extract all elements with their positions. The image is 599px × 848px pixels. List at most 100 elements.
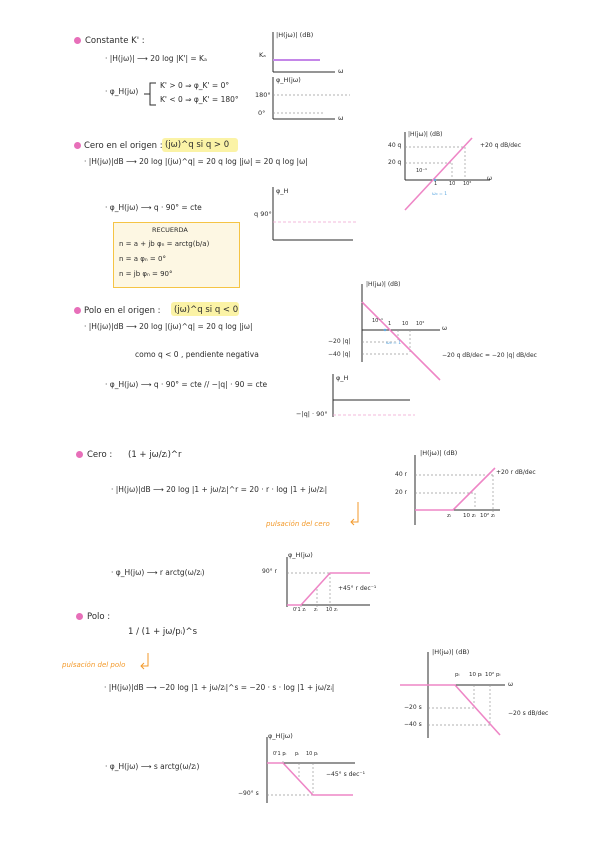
pole-mag-y1: −20 s: [404, 704, 422, 711]
pole-annotation-arrow: [140, 653, 149, 670]
zero-mag-y2: 20 r: [395, 489, 408, 496]
constant-phase-graph: [272, 77, 350, 120]
zero-mag-x3: 10² zᵢ: [480, 513, 495, 519]
zero-origin-phase-ylabel: φ_H: [276, 187, 289, 195]
constant-magnitude: · |H(jω)| ⟶ 20 log |K'| = Kₐ: [105, 54, 207, 63]
zero-origin-mag-y1: 40 q: [388, 142, 402, 149]
constant-phase-xlabel: ω: [338, 114, 344, 122]
zero-origin-phase-level: q 90°: [254, 210, 272, 218]
pole-phase: · φ_H(jω) ⟶ s arctg(ω/zᵢ): [105, 762, 200, 771]
bullet-dot: [76, 451, 83, 458]
zero-phase-x3: 10 zᵢ: [326, 607, 338, 613]
zero-origin-mag-xlabel: ω: [487, 175, 493, 182]
pole-annotation: pulsación del polo: [62, 661, 126, 669]
zero-mag-x2: 10 zᵢ: [463, 513, 476, 519]
pole-origin-expression: (jω)^q si q < 0: [174, 305, 239, 315]
constant-phase-case-negative: K' < 0 ⇒ φ_K' = 180°: [160, 95, 239, 104]
pole-origin-phase-ylabel: φ_H: [336, 374, 349, 382]
section-title-constant: Constante K' :: [85, 36, 145, 46]
zero-origin-magnitude-graph: [404, 132, 490, 211]
constant-mag-xlabel: ω: [338, 67, 344, 75]
pole-phase-x2: pᵢ: [295, 751, 300, 757]
pole-origin-phase-graph: [332, 374, 415, 417]
pole-mag-x1: pᵢ: [455, 672, 460, 678]
pole-origin-magnitude: · |H(jω)|dB ⟶ 20 log |(jω)^q| = 20 q log…: [84, 322, 253, 331]
zero-annotation: pulsación del cero: [266, 520, 330, 528]
pole-origin-phase-level: −|q| · 90°: [296, 410, 328, 418]
constant-phase-case-positive: K' > 0 ⇒ φ_K' = 0°: [160, 81, 230, 90]
section-title-pole-origin: Polo en el origen :: [84, 306, 161, 316]
bullet-dot: [74, 142, 81, 149]
pole-origin-mag-x3: 10²: [416, 321, 425, 327]
constant-phase-tick-180: 180°: [255, 91, 271, 99]
pole-origin-mag-x1: 1: [388, 321, 392, 327]
zero-origin-mag-x3: 10²: [463, 181, 472, 187]
zero-origin-mag-ylabel: |H(jω)| (dB): [408, 131, 443, 138]
pole-origin-mag-y1: −20 |q|: [328, 338, 351, 345]
pole-origin-mag-x0: 10⁻¹: [372, 318, 384, 324]
zero-origin-mag-x2: 10: [449, 181, 456, 187]
pole-origin-phase: · φ_H(jω) ⟶ q · 90° = cte // −|q| · 90 =…: [105, 380, 268, 389]
zero-mag-slope: +20 r dB/dec: [496, 469, 536, 476]
zero-phase-graph: [286, 557, 370, 608]
zero-origin-mag-x1: 1: [434, 181, 438, 187]
pole-phase-level: −90° s: [238, 790, 259, 797]
recuerda-line: n = a + jb φₙ = arctg(b/a): [119, 240, 210, 248]
zero-origin-mag-x0: 10⁻¹: [416, 168, 428, 174]
zero-phase-ylabel: φ_H(jω): [288, 551, 313, 559]
zero-expression: (1 + jω/zᵢ)^r: [128, 450, 182, 460]
pole-origin-mag-y2: −40 |q|: [328, 351, 351, 358]
zero-origin-magnitude: · |H(jω)|dB ⟶ 20 log |(jω)^q| = 20 q log…: [84, 157, 308, 166]
pole-origin-mag-ylabel: |H(jω)| (dB): [366, 281, 401, 288]
constant-mag-level: Kₐ: [259, 51, 266, 59]
pole-magnitude: · |H(jω)|dB ⟶ −20 log |1 + jω/zᵢ|^s = −2…: [104, 683, 335, 692]
section-title-pole: Polo :: [87, 612, 111, 622]
zero-origin-phase-graph: [272, 187, 357, 241]
zero-origin-mag-note: ω₀ = 1: [432, 192, 448, 197]
pole-mag-y2: −40 s: [404, 721, 422, 728]
pole-mag-x2: 10 pᵢ: [469, 672, 483, 678]
pole-phase-ylabel: φ_H(jω): [268, 732, 293, 740]
zero-phase-level: 90° r: [262, 568, 278, 575]
pole-origin-mag-xlabel: ω: [442, 325, 448, 332]
bullet-dot: [76, 613, 83, 620]
pole-origin-mag-x2: 10: [402, 321, 409, 327]
zero-phase-x2: zᵢ: [314, 607, 318, 613]
pole-phase-slope: −45° s dec⁻¹: [326, 771, 365, 778]
zero-phase-x1: 0'1 zᵢ: [293, 607, 306, 613]
constant-phase-tick-0: 0°: [258, 109, 266, 117]
pole-origin-mag-note: ω₀ = 1: [386, 341, 402, 346]
pole-phase-x1: 0'1 pᵢ: [273, 751, 287, 757]
zero-magnitude: · |H(jω)|dB ⟶ 20 log |1 + jω/zᵢ|^r = 20 …: [111, 485, 328, 494]
section-title-zero: Cero :: [87, 450, 113, 460]
highlight: [162, 138, 238, 152]
pole-origin-magnitude-graph: [361, 284, 441, 381]
zero-annotation-arrow: [350, 502, 359, 526]
constant-magnitude-graph: [272, 32, 335, 73]
pole-expression: 1 / (1 + jω/pᵢ)^s: [128, 627, 198, 637]
zero-origin-expression: (jω)^q si q > 0: [165, 140, 230, 150]
constant-phase-ylabel: φ_H(jω): [276, 76, 301, 84]
zero-origin-mag-slope: +20 q dB/dec: [480, 142, 522, 149]
recuerda-title: RECUERDA: [152, 226, 188, 234]
recuerda-box: RECUERDA n = a + jb φₙ = arctg(b/a) n = …: [113, 222, 240, 288]
bullet-dot: [74, 37, 81, 44]
recuerda-line: n = a φₙ = 0°: [119, 255, 166, 263]
highlight: [171, 302, 239, 316]
section-title-zero-origin: Cero en el origen :: [84, 141, 163, 151]
pole-origin-mag-slope: −20 q dB/dec = −20 |q| dB/dec: [442, 352, 537, 359]
pole-origin-note: como q < 0 , pendiente negativa: [135, 350, 259, 359]
zero-mag-y1: 40 r: [395, 471, 408, 478]
zero-origin-phase: · φ_H(jω) ⟶ q · 90° = cte: [105, 203, 202, 212]
bullet-dot: [74, 307, 81, 314]
zero-origin-mag-y2: 20 q: [388, 159, 402, 166]
pole-mag-xlabel: ω: [508, 681, 514, 688]
pole-phase-x3: 10 pᵢ: [306, 751, 319, 757]
pole-mag-slope: −20 s dB/dec: [508, 710, 549, 717]
pole-phase-graph: [266, 737, 355, 803]
pole-mag-ylabel: |H(jω)| (dB): [432, 648, 470, 656]
phase-brace: [144, 82, 156, 106]
constant-phase-label: · φ_H(jω): [105, 87, 139, 96]
pole-magnitude-graph: [400, 652, 505, 738]
zero-mag-x1: zᵢ: [447, 513, 451, 519]
